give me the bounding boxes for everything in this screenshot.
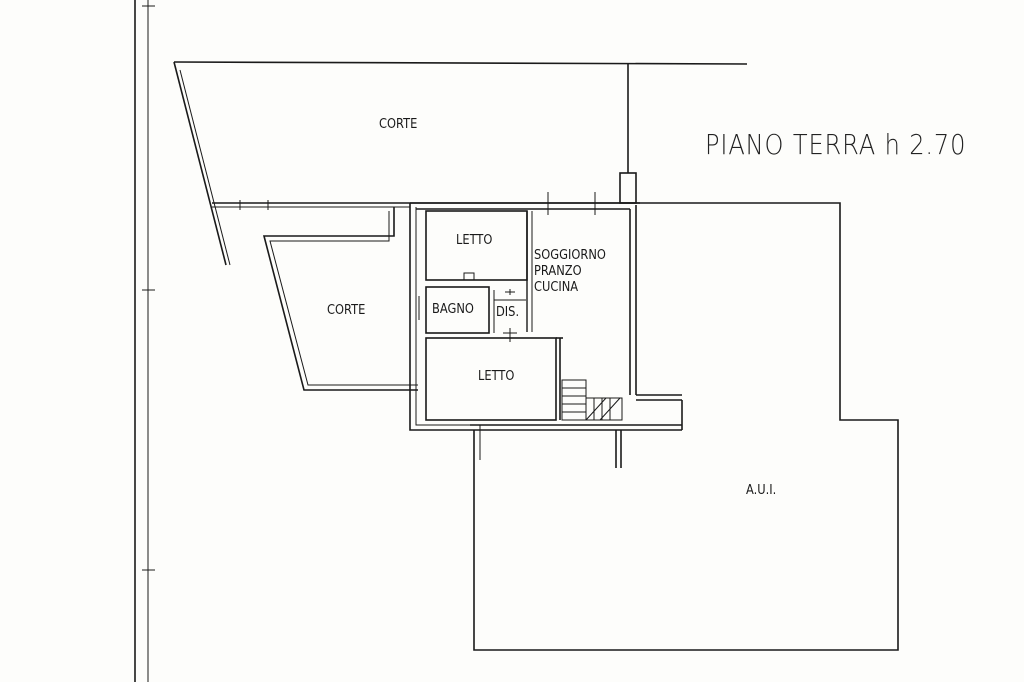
floor-title: PIANO TERRA h 2.70: [705, 128, 967, 161]
room-letto-bottom: [425, 337, 557, 421]
room-label-aui: A.U.I.: [746, 483, 777, 498]
room-label-soggiorno: SOGGIORNO PRANZO CUCINA: [534, 248, 606, 296]
room-label-soggiorno-line2: PRANZO: [534, 264, 582, 279]
room-label-soggiorno-line1: SOGGIORNO: [534, 248, 606, 263]
courtyard-left-outline: [262, 207, 418, 391]
room-label-soggiorno-line3: CUCINA: [534, 280, 579, 295]
margin-guide: [134, 0, 155, 682]
room-label-dis: DIS.: [496, 305, 520, 320]
room-label-letto-top: LETTO: [456, 233, 493, 248]
room-label-bagno: BAGNO: [432, 302, 474, 317]
room-label-letto-bottom: LETTO: [478, 369, 515, 384]
room-label-corte-top: CORTE: [379, 117, 418, 132]
aui-outline: [473, 202, 899, 651]
staircase: [561, 379, 623, 421]
dwelling-outer-walls: [409, 202, 683, 468]
room-label-corte-left: CORTE: [327, 303, 366, 318]
